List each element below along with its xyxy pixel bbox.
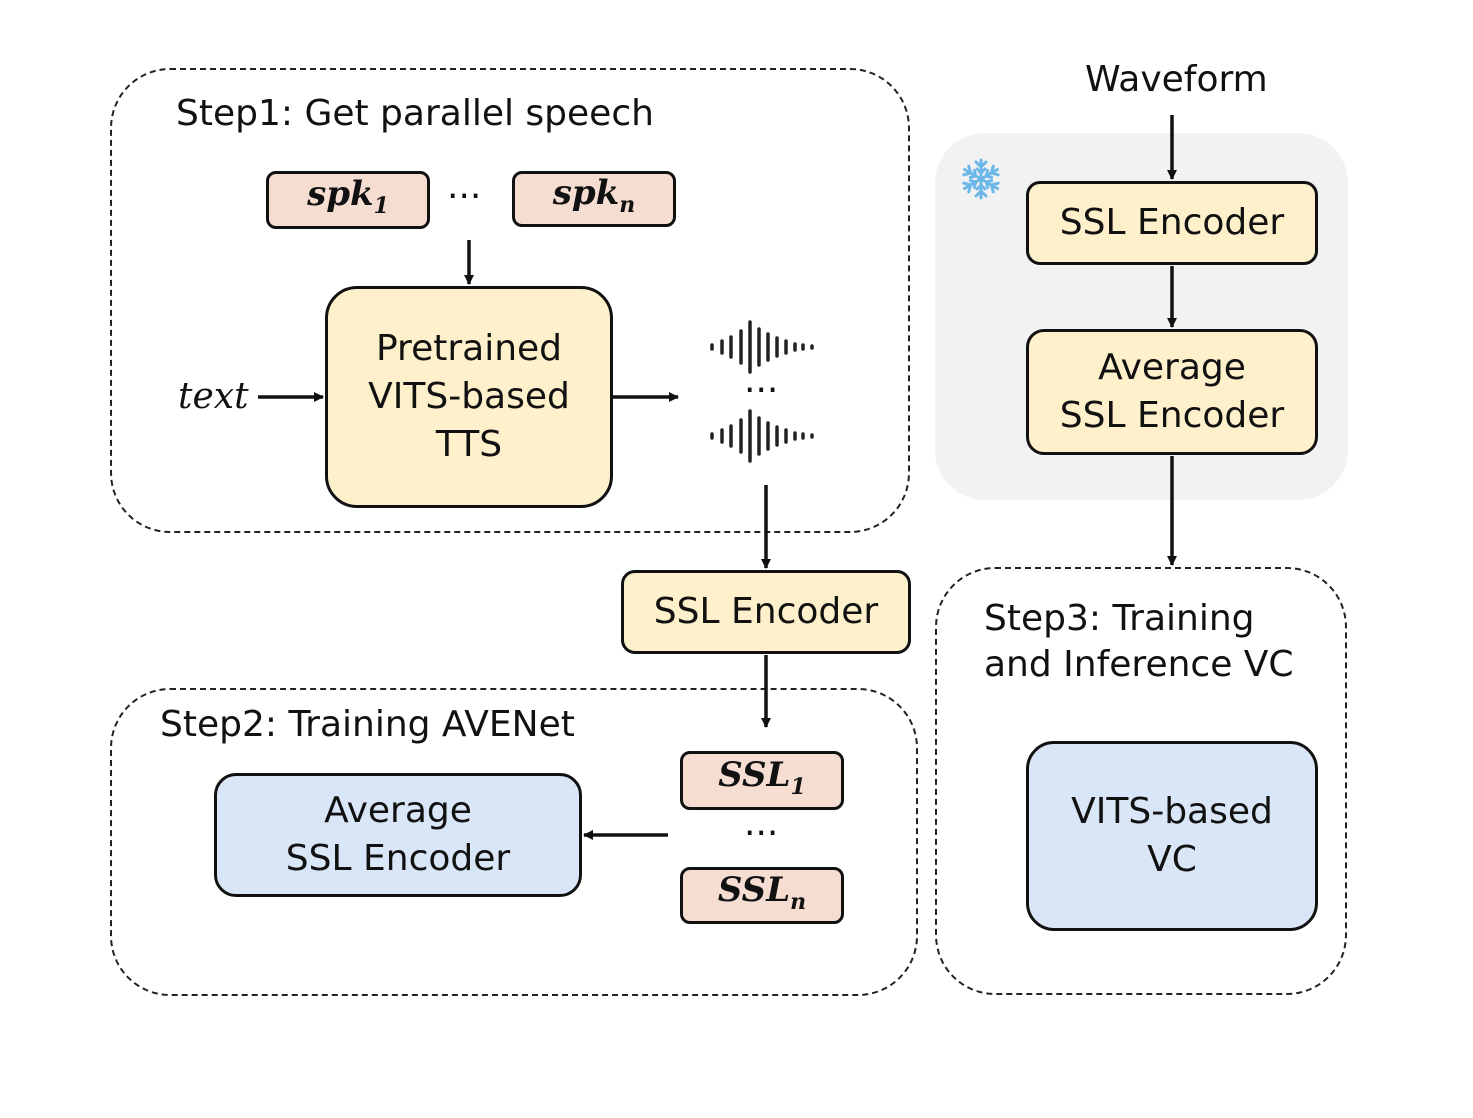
middle-ssl-encoder-box: SSL Encoder bbox=[621, 570, 911, 654]
waveform-ellipsis: ··· bbox=[744, 370, 779, 411]
ssl-ellipsis: ··· bbox=[744, 813, 779, 854]
speaker-1-box: spk1 bbox=[266, 171, 430, 229]
snowflake-icon bbox=[960, 158, 1002, 200]
speaker-n-box: spkn bbox=[512, 171, 676, 227]
step3-group bbox=[935, 567, 1347, 995]
waveform-icon-bottom bbox=[710, 409, 814, 463]
average-ssl-encoder-train-box: Average SSL Encoder bbox=[214, 773, 582, 897]
waveform-icon-top bbox=[710, 320, 814, 374]
step2-title: Step2: Training AVENet bbox=[160, 704, 575, 745]
right-average-ssl-encoder-box: Average SSL Encoder bbox=[1026, 329, 1318, 455]
speaker-ellipsis: ··· bbox=[447, 176, 482, 217]
waveform-label: Waveform bbox=[1085, 59, 1268, 100]
pretrained-tts-box: Pretrained VITS-based TTS bbox=[325, 286, 613, 508]
ssl-n-box: SSLn bbox=[680, 867, 844, 924]
ssl-1-box: SSL1 bbox=[680, 751, 844, 810]
right-ssl-encoder-box: SSL Encoder bbox=[1026, 181, 1318, 265]
step3-title: Step3: Training and Inference VC bbox=[984, 598, 1294, 685]
vits-vc-box: VITS-based VC bbox=[1026, 741, 1318, 931]
text-input-label: text bbox=[178, 376, 249, 417]
step2-group bbox=[110, 688, 918, 996]
step1-title: Step1: Get parallel speech bbox=[176, 93, 654, 134]
step1-group bbox=[110, 68, 910, 533]
